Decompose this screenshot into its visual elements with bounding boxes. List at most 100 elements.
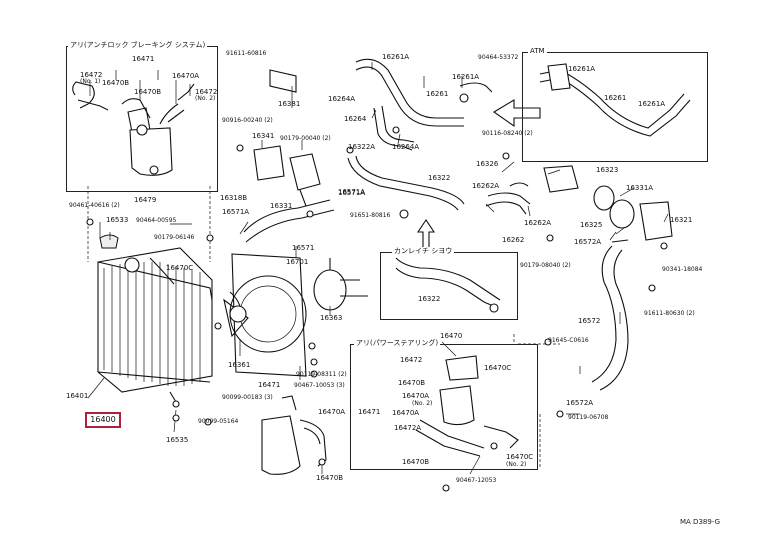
- part-label[interactable]: 16262A: [524, 219, 552, 227]
- part-label[interactable]: 16322: [418, 295, 441, 303]
- part-label[interactable]: 16470B: [402, 458, 430, 466]
- part-label[interactable]: 90467-12053: [456, 477, 497, 484]
- part-label[interactable]: 16571A: [338, 188, 366, 196]
- part-label[interactable]: 16472: [195, 88, 218, 96]
- part-label[interactable]: 16261A: [638, 100, 666, 108]
- radiator-upper-hose: [243, 199, 335, 243]
- water-inlet-illustration: [485, 165, 673, 241]
- atm-hose-illustration: [539, 63, 691, 137]
- part-label[interactable]: 16381: [278, 100, 301, 108]
- part-label[interactable]: 16472A: [394, 424, 422, 432]
- reservoir-tank-illustration: [261, 395, 327, 475]
- part-label[interactable]: 16325: [580, 221, 603, 229]
- part-label[interactable]: 90099-05164: [198, 418, 239, 425]
- part-label[interactable]: 90916-00240 (2): [222, 117, 273, 124]
- part-label[interactable]: 16261A: [452, 73, 480, 81]
- part-label[interactable]: 16470C: [166, 264, 194, 272]
- part-label[interactable]: 16471: [258, 381, 281, 389]
- part-label-sub: (No. 2): [195, 95, 216, 102]
- part-label[interactable]: 16470C: [484, 364, 512, 372]
- diagram-code: MA D389-G: [680, 518, 721, 526]
- part-label[interactable]: 90099-00183 (3): [222, 394, 273, 401]
- part-label[interactable]: 16471: [358, 408, 381, 416]
- part-label[interactable]: 16470C: [506, 453, 534, 461]
- part-label[interactable]: 90464-00595: [136, 217, 177, 224]
- radiator-illustration: [97, 234, 213, 408]
- part-label[interactable]: 16262: [502, 236, 525, 244]
- part-label[interactable]: 16471: [132, 55, 155, 63]
- radiator-lower-hose: [591, 239, 629, 391]
- part-label[interactable]: 16470B: [134, 88, 162, 96]
- part-label[interactable]: 16326: [476, 160, 499, 168]
- part-label[interactable]: 16470A: [402, 392, 430, 400]
- part-label-sub: (No. 2): [412, 400, 433, 407]
- part-label[interactable]: 16261A: [568, 65, 596, 73]
- part-label[interactable]: 90179-06146: [154, 234, 195, 241]
- part-label[interactable]: 16361: [228, 361, 251, 369]
- part-label[interactable]: 16322: [428, 174, 451, 182]
- part-label[interactable]: 16472: [400, 356, 423, 364]
- highlighted-part-16400[interactable]: 16400: [85, 412, 121, 428]
- part-label[interactable]: 16331A: [626, 184, 654, 192]
- part-label[interactable]: 16571A: [222, 208, 250, 216]
- abs-reservoir-illustration: [72, 81, 195, 176]
- part-label[interactable]: 16363: [320, 314, 343, 322]
- part-label[interactable]: 16701: [286, 258, 309, 266]
- part-label[interactable]: 16341: [252, 132, 275, 140]
- part-label[interactable]: 16470A: [172, 72, 200, 80]
- part-label[interactable]: 16470A: [318, 408, 346, 416]
- part-label[interactable]: 90116-08240 (2): [482, 130, 533, 137]
- part-label[interactable]: 16264A: [328, 95, 356, 103]
- part-label[interactable]: 16533: [106, 216, 129, 224]
- part-label[interactable]: 16262A: [472, 182, 500, 190]
- abs-subassembly-box: [66, 46, 218, 192]
- part-label[interactable]: 91611-60816: [226, 50, 267, 57]
- part-label[interactable]: 16571: [292, 244, 315, 252]
- part-label[interactable]: 16470B: [398, 379, 426, 387]
- part-label[interactable]: 16261A: [382, 53, 410, 61]
- part-label[interactable]: 16264A: [392, 143, 420, 151]
- part-label[interactable]: 90179-00040 (2): [280, 135, 331, 142]
- part-label[interactable]: 16318B: [220, 194, 248, 202]
- part-label[interactable]: 16264: [344, 115, 367, 123]
- cold-area-subassembly-box: [380, 252, 518, 320]
- part-label-sub: (No. 2): [506, 461, 527, 468]
- part-label[interactable]: 16572A: [566, 399, 594, 407]
- part-label[interactable]: 16479: [134, 196, 157, 204]
- part-label[interactable]: 16472: [80, 71, 103, 79]
- part-label[interactable]: 16470A: [392, 409, 420, 417]
- cold-area-subassembly-title: カンレイチ シヨウ: [392, 247, 455, 255]
- part-label[interactable]: 90119-06708: [568, 414, 609, 421]
- part-label[interactable]: 90119-08311 (2): [296, 371, 347, 378]
- atm-arrow: [492, 99, 541, 128]
- part-label[interactable]: 16261: [604, 94, 627, 102]
- part-label[interactable]: 90341-18084: [662, 266, 703, 273]
- part-label[interactable]: 16321: [670, 216, 693, 224]
- part-label[interactable]: 16571A: [338, 189, 366, 197]
- part-label[interactable]: 16261: [426, 90, 449, 98]
- fasteners: [86, 126, 668, 492]
- part-label[interactable]: 91611-80630 (2): [644, 310, 695, 317]
- part-label[interactable]: 90179-08040 (2): [520, 262, 571, 269]
- power-steering-cooler-illustration: [415, 355, 519, 457]
- part-label[interactable]: 16323: [596, 166, 619, 174]
- leader-lines: [87, 62, 669, 475]
- part-label[interactable]: 16535: [166, 436, 189, 444]
- part-label[interactable]: 16322A: [348, 143, 376, 151]
- part-label[interactable]: 90464-53372: [478, 54, 519, 61]
- atm-subassembly-box: [522, 52, 708, 162]
- part-label[interactable]: 16470B: [102, 79, 130, 87]
- part-label[interactable]: 16401: [66, 392, 89, 400]
- part-label[interactable]: 16572: [578, 317, 601, 325]
- atm-subassembly-title: ATM: [528, 47, 547, 55]
- part-label[interactable]: 16331: [270, 202, 293, 210]
- part-label[interactable]: 16470B: [316, 474, 344, 482]
- part-label[interactable]: 16572A: [574, 238, 602, 246]
- part-label[interactable]: 91651-80816: [350, 212, 391, 219]
- power-steering-subassembly-title: アリ(パワーステアリング): [354, 339, 441, 347]
- part-label[interactable]: 16470: [440, 332, 463, 340]
- part-label[interactable]: 90461-40616 (2): [69, 202, 120, 209]
- part-label[interactable]: 90467-10053 (3): [294, 382, 345, 389]
- part-label[interactable]: 91645-C0616: [548, 337, 589, 344]
